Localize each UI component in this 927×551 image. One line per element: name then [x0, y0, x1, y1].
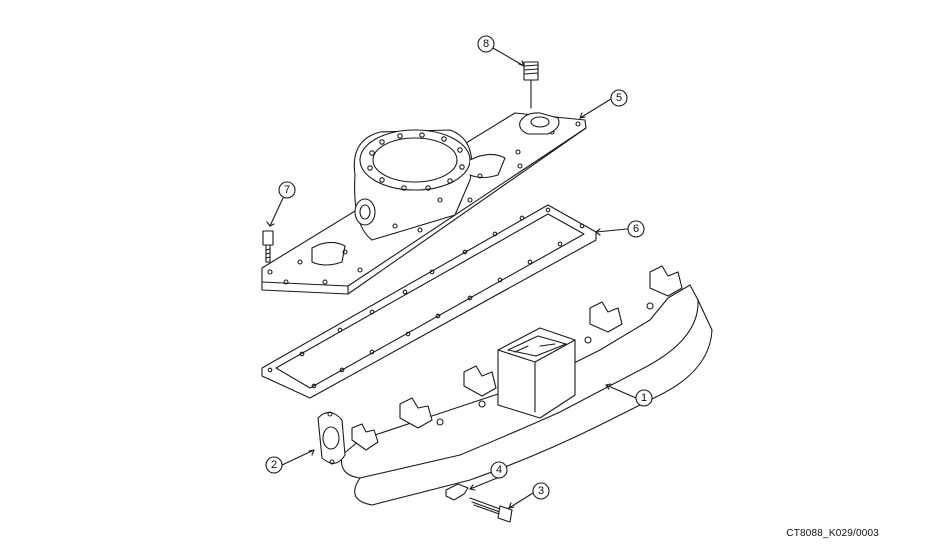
callout-2-number: 2 — [271, 459, 277, 471]
lock-plate — [445, 483, 469, 501]
cap-screw — [469, 497, 513, 523]
figure-id-label: CT8088_K029/0003 — [786, 528, 879, 539]
callout-3: 3 — [532, 482, 550, 500]
callout-7: 7 — [278, 181, 296, 199]
water-manifold-cover — [261, 112, 587, 295]
callout-5-number: 5 — [616, 92, 622, 104]
callout-1-number: 1 — [641, 392, 647, 404]
callout-5: 5 — [610, 89, 628, 107]
leader-lines — [266, 47, 637, 509]
exhaust-manifold — [340, 265, 713, 506]
callout-8: 8 — [477, 35, 495, 53]
callout-1: 1 — [635, 389, 653, 407]
callout-8-number: 8 — [483, 38, 489, 50]
cover-gasket — [261, 204, 597, 399]
outlet-gasket — [317, 411, 346, 465]
callout-4-number: 4 — [496, 464, 502, 476]
callout-6-number: 6 — [633, 223, 639, 235]
cover-cap-screw — [262, 230, 274, 263]
plug — [523, 61, 539, 109]
callout-3-number: 3 — [538, 485, 544, 497]
callout-6: 6 — [627, 220, 645, 238]
callout-7-number: 7 — [284, 184, 290, 196]
callout-2: 2 — [265, 456, 283, 474]
callout-4: 4 — [490, 461, 508, 479]
